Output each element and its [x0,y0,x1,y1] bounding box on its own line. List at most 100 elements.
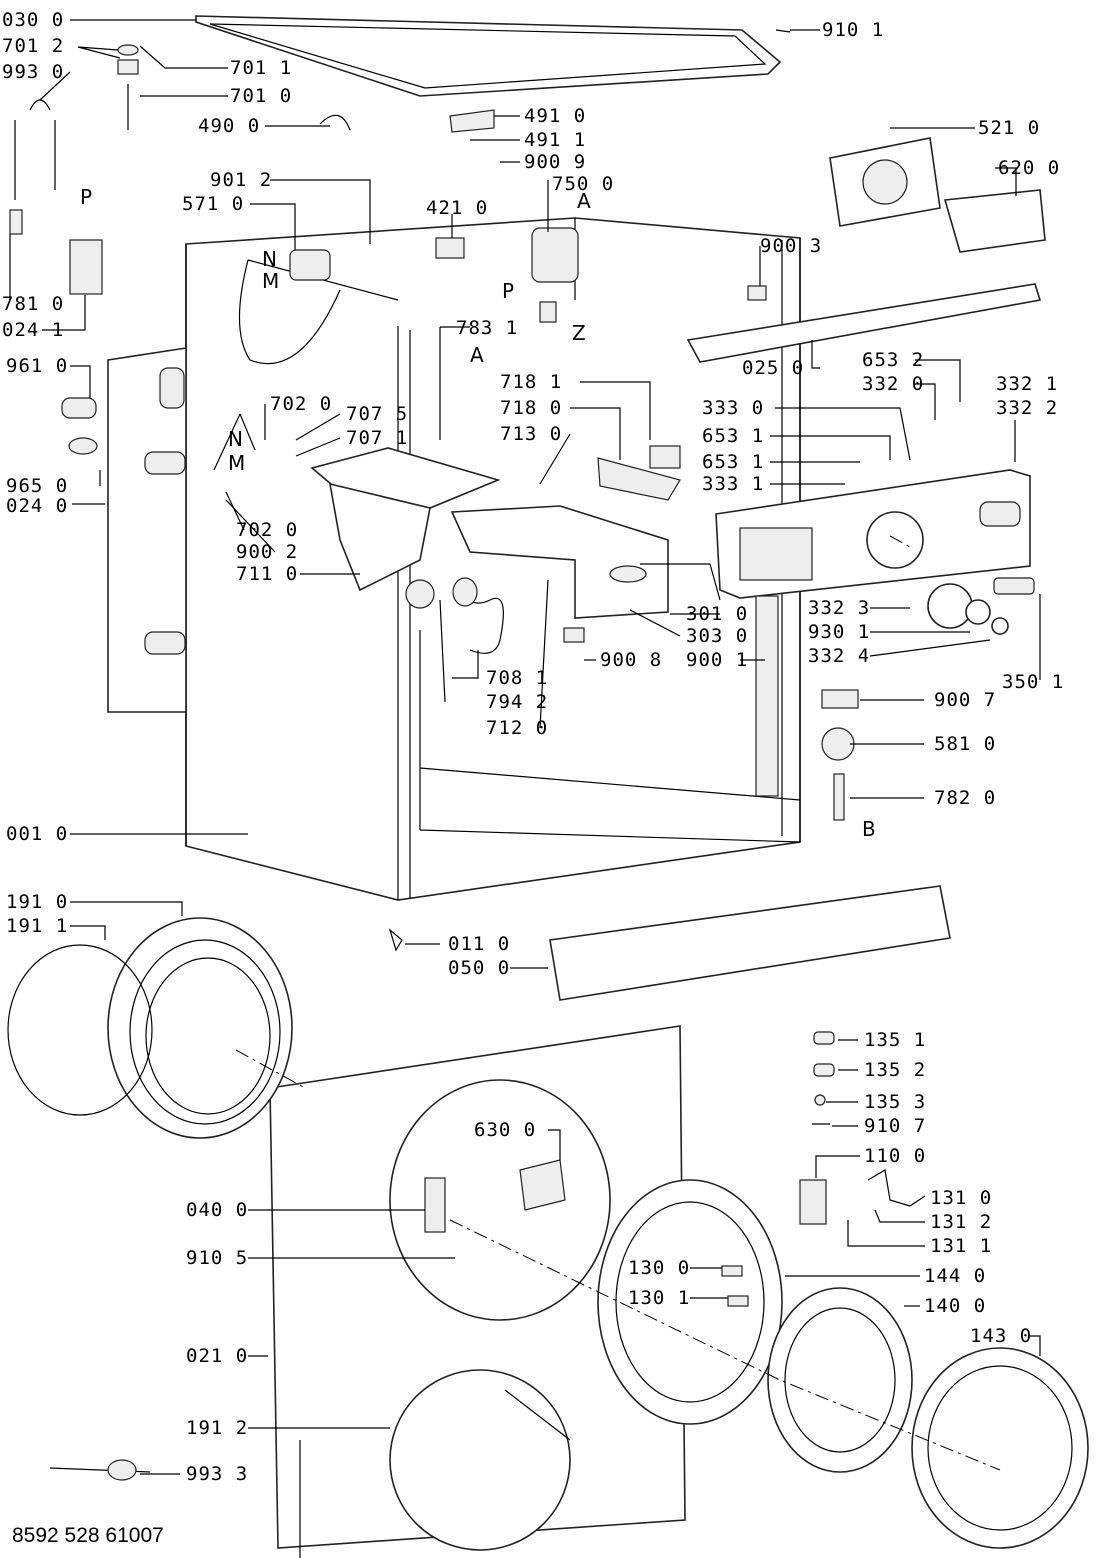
part-label: 701 1 [230,57,292,79]
part-label: 702 0 [270,393,332,415]
part-label: 143 0 [970,1325,1032,1347]
back-panel [107,347,187,713]
parts-drawing [7,15,1089,1551]
part-label: 782 0 [934,787,996,809]
part-label: 521 0 [978,117,1040,139]
part-label: 040 0 [186,1199,248,1221]
part-label: 993 3 [186,1463,248,1485]
part-label: 620 0 [998,157,1060,179]
callout-letter-n: N [262,247,277,271]
callout-letter-p: P [80,185,92,209]
door-gasket [107,917,293,1139]
part-label: 191 1 [6,915,68,937]
part-label: 491 1 [524,129,586,151]
part-label: 581 0 [934,733,996,755]
part-label: 333 0 [702,397,764,419]
part-label: 011 0 [448,933,510,955]
part-label: 900 7 [934,689,996,711]
part-label: 713 0 [500,423,562,445]
module-board [943,189,1046,253]
part-label: 301 0 [686,603,748,625]
part-label: 653 1 [702,451,764,473]
part-label: 910 7 [864,1115,926,1137]
leader-lines [9,19,1041,1558]
part-label: 750 0 [552,173,614,195]
part-label: 930 1 [808,621,870,643]
part-label: 701 0 [230,85,292,107]
part-label: 191 2 [186,1417,248,1439]
part-label: 630 0 [474,1119,536,1141]
part-label: 653 2 [862,349,924,371]
part-label: 901 2 [210,169,272,191]
part-label: 191 0 [6,891,68,913]
part-label: 131 2 [930,1211,992,1233]
door-glass [767,1287,913,1473]
part-label: 131 1 [930,1235,992,1257]
part-label: 965 0 [6,475,68,497]
frame-bar [686,283,1042,363]
part-label: 333 1 [702,473,764,495]
part-label: 718 1 [500,371,562,393]
top-cover [195,15,782,97]
callout-letter-m: M [228,451,245,475]
part-label: 024 0 [6,495,68,517]
part-label: 794 2 [486,691,548,713]
part-label: 910 5 [186,1247,248,1269]
part-label: 024 1 [2,319,64,341]
part-label: 571 0 [182,193,244,215]
part-label: 050 0 [448,957,510,979]
part-label: 707 1 [346,427,408,449]
part-label: 781 0 [2,293,64,315]
part-labels: 030 0 701 2 993 0 701 1 701 0 910 1 491 … [2,9,1064,1485]
part-label: 135 2 [864,1059,926,1081]
part-label: 140 0 [924,1295,986,1317]
part-label: 135 3 [864,1091,926,1113]
callout-letter-m: M [262,269,279,293]
part-label: 144 0 [924,1265,986,1287]
part-label: 001 0 [6,823,68,845]
part-label: 350 1 [1002,671,1064,693]
callout-letter-b: B [862,817,876,841]
part-label: 332 2 [996,397,1058,419]
part-label: 332 0 [862,373,924,395]
part-label: 712 0 [486,717,548,739]
part-label: 900 2 [236,541,298,563]
part-label: 131 0 [930,1187,992,1209]
part-label: 490 0 [198,115,260,137]
part-label: 993 0 [2,61,64,83]
part-label: 707 5 [346,403,408,425]
callout-letter-a: A [470,343,484,367]
part-label: 718 0 [500,397,562,419]
part-label: 110 0 [864,1145,926,1167]
part-label: 711 0 [236,563,298,585]
door-frame-inner [597,1179,783,1425]
document-number: 8592 528 61007 [12,1524,164,1547]
part-label: 332 1 [996,373,1058,395]
door-frame-outer [911,1347,1089,1549]
part-label: 030 0 [2,9,64,31]
drawer [450,505,669,619]
part-label: 303 0 [686,625,748,647]
part-label: 021 0 [186,1345,248,1367]
part-label: 135 1 [864,1029,926,1051]
letter-callouts: N M P A P Z A N M B [80,185,876,841]
part-label: 702 0 [236,519,298,541]
part-label: 332 4 [808,645,870,667]
callout-letter-n: N [228,427,243,451]
part-label: 783 1 [456,317,518,339]
part-label: 421 0 [426,197,488,219]
part-label: 708 1 [486,667,548,689]
part-label: 653 1 [702,425,764,447]
part-label: 332 3 [808,597,870,619]
part-label: 701 2 [2,35,64,57]
part-label: 900 8 [600,649,662,671]
callout-letter-z: Z [572,321,586,345]
plinth [549,885,951,1001]
part-label: 130 0 [628,1257,690,1279]
part-label: 130 1 [628,1287,690,1309]
part-label: 491 0 [524,105,586,127]
part-label: 025 0 [742,357,804,379]
callout-letter-a: A [577,189,591,213]
callout-letter-p: P [502,279,514,303]
